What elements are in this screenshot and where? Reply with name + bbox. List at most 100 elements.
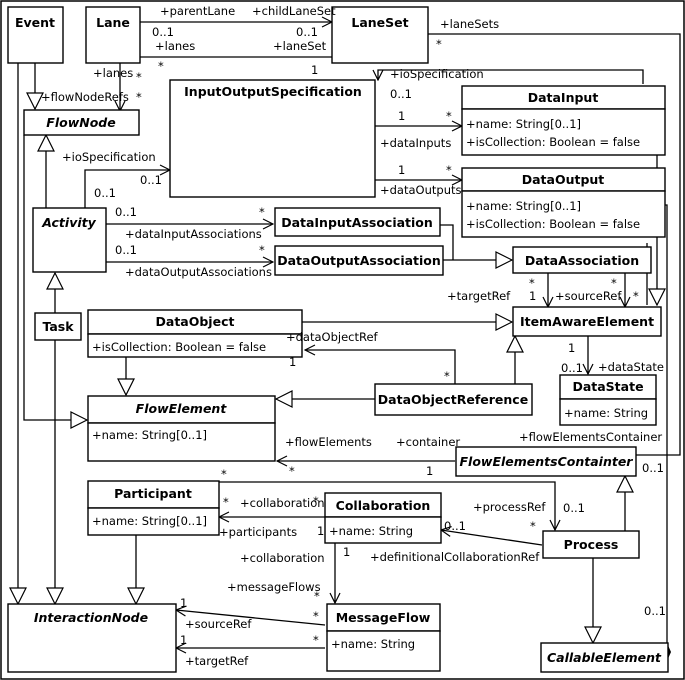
dataobject-name: DataObject [156,314,235,329]
mult-messageflows-star: * [314,589,320,603]
class-participant-head[interactable] [87,480,220,509]
class-datainput-body[interactable] [461,108,666,156]
class-datastate-head[interactable] [559,374,657,400]
mult-sourceref-star: * [611,276,617,290]
mult-lanes-star: * [158,59,164,73]
class-callableelement[interactable] [540,642,669,673]
label-container: +container [396,435,460,449]
dataoutput-attr-name: +name: String[0..1] [466,199,581,213]
label-flowelementscontainer: +flowElementsContainer [519,430,662,444]
mult-dataobjectref-one: 1 [289,355,296,369]
mult-iospec-one-do: 1 [398,163,405,177]
dataoutput-name: DataOutput [522,172,605,187]
edge-mf-source [176,610,326,626]
class-collaboration-head[interactable] [324,492,442,518]
mult-targetref-one-in: 1 [180,633,187,647]
label-dataobjectref: +dataObjectRef [286,330,379,344]
mult-collaboration-star: * [313,494,319,508]
dataobject-attr-iscollection: +isCollection: Boolean = false [92,340,266,354]
mult-callable-01: 0..1 [644,604,666,618]
class-itemawareelement[interactable] [512,306,662,337]
messageflow-name: MessageFlow [336,610,431,625]
label-dataoutputassociations: +dataOutputAssociations [125,265,272,279]
class-messageflow-head[interactable] [326,603,441,632]
event-name: Event [15,15,55,30]
class-datastate-body[interactable] [559,398,657,426]
mult-datastate-one: 1 [568,341,575,355]
mult-sourceref-one: 1 [180,596,187,610]
mult-dataobjectref-star: * [444,369,450,383]
label-messageflows: +messageFlows [227,580,321,594]
collaboration-attr-name: +name: String [329,524,413,538]
edge-activity-iospec [85,170,170,208]
datainput-name: DataInput [528,90,599,105]
label-processref: +processRef [473,500,546,514]
label-lanesets: +laneSets [440,17,499,31]
mult-lanes-flownode: * [136,70,142,84]
class-messageflow-body[interactable] [326,630,441,672]
class-dataoutputassociation[interactable] [274,245,444,276]
edge-dia-da [440,224,454,260]
label-definitionalcollaborationref: +definitionalCollaborationRef [370,550,540,564]
label-flowelements: +flowElements [285,435,372,449]
class-dataassociation[interactable] [512,246,652,274]
datainput-attr-iscollection: +isCollection: Boolean = false [466,135,640,149]
interactionnode-name: InteractionNode [34,610,148,625]
participant-attr-name: +name: String[0..1] [92,514,207,528]
edge-flownode-flowelement [23,135,87,420]
mult-activity-dia: 0..1 [115,205,137,219]
class-dataobject-head[interactable] [87,309,303,335]
class-iospec[interactable] [169,79,376,198]
class-flowelement-body[interactable] [87,422,276,462]
class-event[interactable] [7,6,64,64]
class-datainputassociation[interactable] [274,207,441,237]
dataoutputassociation-name: DataOutputAssociation [277,253,441,268]
class-collaboration-body[interactable] [324,516,442,544]
class-dataobject-body[interactable] [87,333,303,358]
mult-dia-star: * [259,205,265,219]
task-name: Task [42,319,74,334]
label-iospecification-activity: +ioSpecification [62,150,156,164]
class-dataoutput-body[interactable] [461,190,666,238]
label-datainputs: +dataInputs [380,136,451,150]
label-dataoutputs: +dataOutputs [380,183,461,197]
class-process[interactable] [542,530,640,559]
edge-participant-process [219,481,555,530]
mult-messageflows-one: 1 [343,545,350,559]
edge-dor-dataobject [305,350,456,384]
dataoutput-attr-iscollection: +isCollection: Boolean = false [466,217,640,231]
class-activity[interactable] [32,207,107,273]
label-datainputassociations: +dataInputAssociations [125,227,262,241]
mult-lane-childlaneset: 0..1 [152,25,174,39]
edge-datainput-iospec [378,69,644,84]
class-flowelement-head[interactable] [87,395,276,424]
activity-name: Activity [41,215,96,230]
messageflow-attr-name: +name: String [331,637,415,651]
edge-process-collab [441,530,543,546]
class-task[interactable] [34,312,82,341]
mult-iospec-datainput: 0..1 [390,87,412,101]
mult-collaboration-01: 0..1 [444,519,466,533]
class-lane[interactable] [85,6,141,64]
label-parentlane: +parentLane [160,4,235,18]
class-participant-body[interactable] [87,507,220,536]
lane-name: Lane [96,15,130,30]
mult-targetref-star: * [529,276,535,290]
mult-sourceref-star-mf: * [313,609,319,623]
class-laneset[interactable] [331,6,429,64]
class-dataobjectreference[interactable] [374,383,533,416]
flowelement-name: FlowElement [136,401,228,416]
dataassociation-name: DataAssociation [525,253,639,268]
label-lanes-flownode: +lanes [93,66,133,80]
class-flownode[interactable] [23,109,140,136]
class-interactionnode[interactable] [7,603,177,673]
mult-container-one: 1 [426,464,433,478]
itemawareelement-name: ItemAwareElement [520,314,654,329]
label-laneset: +laneSet [273,39,327,53]
mult-processref-01: 0..1 [563,501,585,515]
label-childlaneset: +childLaneSet [252,4,336,18]
datastate-attr-name: +name: String [564,406,648,420]
class-flowelementscontainer[interactable] [455,446,637,477]
